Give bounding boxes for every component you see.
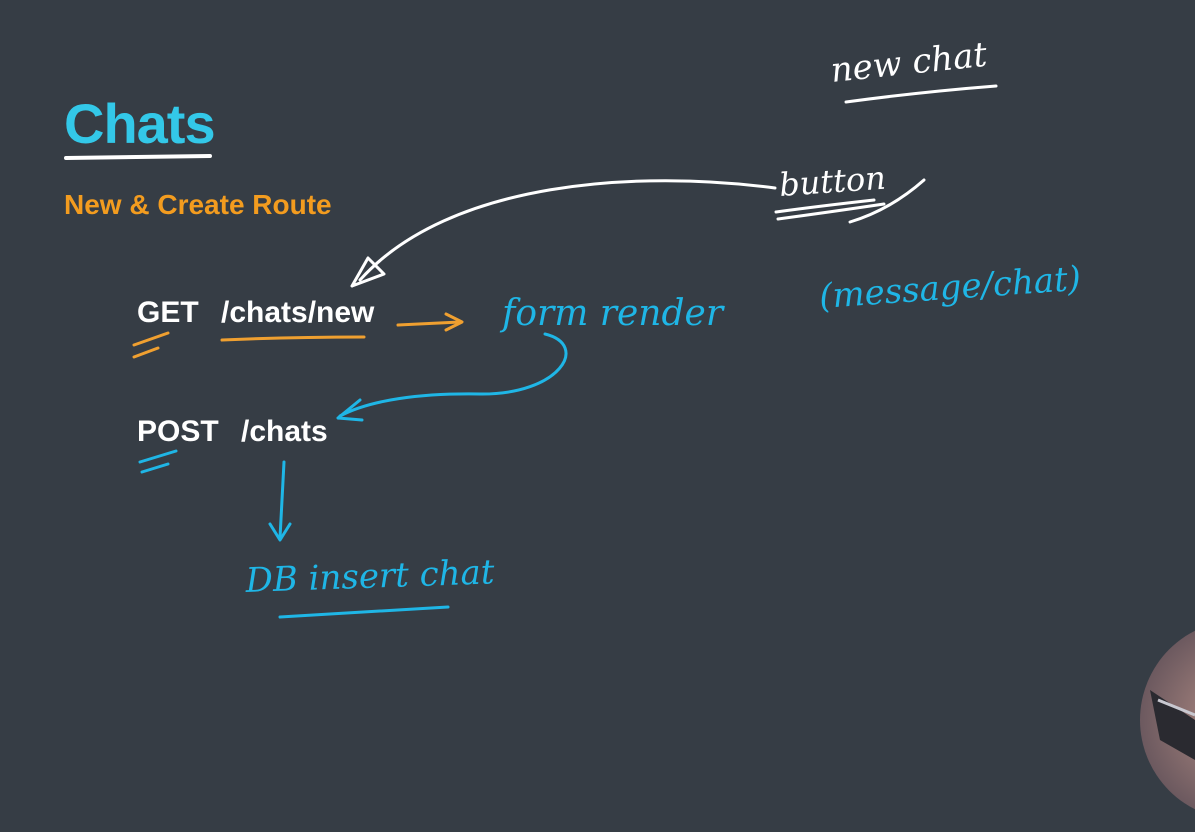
page-title: Chats	[64, 92, 215, 155]
button-to-get-arrow	[358, 179, 777, 282]
orange-arrow-head-icon	[444, 312, 464, 332]
page-subtitle: New & Create Route	[64, 189, 332, 220]
get-method: GET	[137, 296, 199, 329]
get-path-underline	[220, 335, 366, 342]
post-path: /chats	[241, 415, 328, 448]
message-chat-annotation: (message/chat)	[818, 259, 1082, 317]
down-arrow-head-icon	[268, 522, 292, 542]
new-chat-annotation: new chat	[829, 35, 989, 91]
get-path: /chats/new	[221, 296, 375, 329]
title-underline	[64, 154, 212, 160]
cyan-arrow-head-icon	[336, 398, 364, 422]
button-underline-1	[774, 198, 876, 214]
button-annotation: button	[778, 159, 887, 204]
button-arrow-head-icon	[350, 256, 386, 288]
db-insert-annotation: DB insert chat	[244, 552, 496, 601]
form-render-annotation: form render	[499, 293, 725, 334]
presenter-webcam	[1140, 630, 1195, 810]
get-method-mark	[132, 331, 170, 359]
get-to-form-arrow	[396, 320, 462, 327]
new-chat-underline	[844, 84, 998, 104]
post-method: POST	[137, 415, 219, 448]
db-insert-underline	[278, 605, 450, 619]
post-to-db-arrow	[278, 460, 286, 540]
button-underline-3	[848, 178, 926, 224]
post-method-mark	[138, 449, 178, 474]
button-underline-2	[776, 202, 886, 221]
form-to-post-arrow	[338, 332, 568, 418]
